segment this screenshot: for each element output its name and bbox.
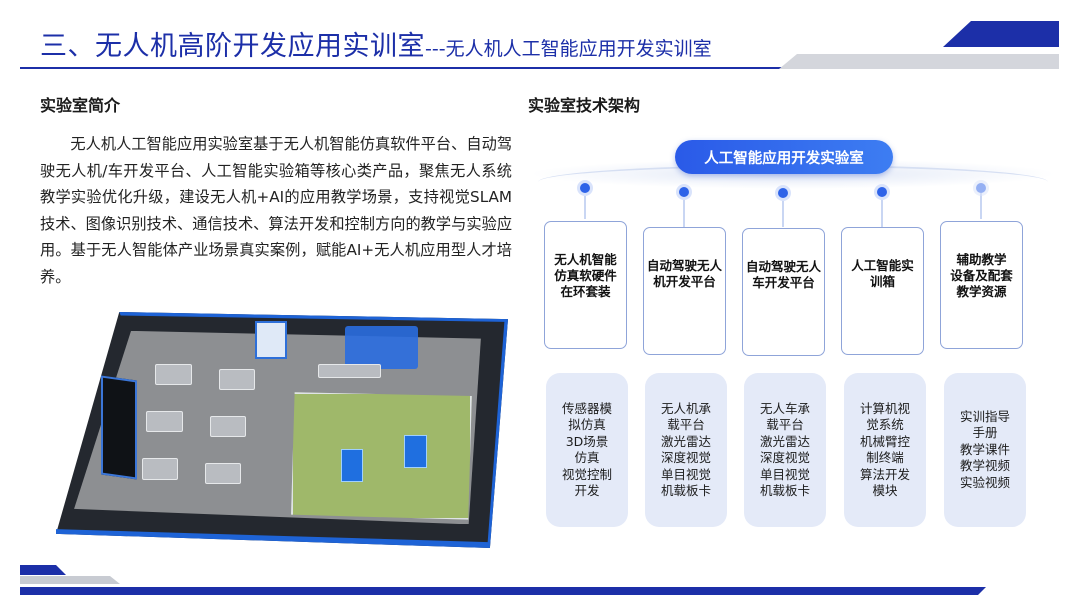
connector-line bbox=[683, 195, 685, 227]
module-item: 开发 bbox=[574, 483, 600, 498]
node-dot bbox=[778, 188, 788, 198]
module-title-line: 自动驾驶无人 bbox=[745, 259, 821, 274]
intro-heading: 实验室简介 bbox=[40, 96, 121, 115]
module-item: 3D场景 bbox=[565, 433, 609, 449]
lab-display-case bbox=[340, 448, 364, 482]
footer-decoration-tab bbox=[20, 565, 66, 575]
module-item: 无人机承 bbox=[660, 400, 711, 416]
node-dot bbox=[976, 183, 986, 193]
corner-decoration-gray bbox=[779, 54, 1059, 69]
corner-decoration-navy bbox=[943, 21, 1059, 47]
module-item: 实训指导 bbox=[959, 408, 1010, 424]
module-title-line: 训箱 bbox=[869, 274, 895, 289]
module-title-line: 教学资源 bbox=[956, 284, 1007, 299]
module-item: 算法开发 bbox=[859, 466, 910, 482]
footer-decoration-bar bbox=[20, 587, 986, 595]
title-underline bbox=[20, 67, 782, 69]
module-items-ugv-platform: 无人车承 载平台 激光雷达 深度视觉 单目视觉 机载板卡 bbox=[744, 373, 826, 527]
lab-3d-render bbox=[56, 312, 508, 548]
lab-desk bbox=[146, 411, 183, 433]
node-dot bbox=[580, 183, 590, 193]
module-item: 教学课件 bbox=[959, 441, 1010, 457]
root-node: 人工智能应用开发实验室 bbox=[675, 140, 893, 174]
module-item: 模块 bbox=[872, 483, 898, 498]
module-title-line: 辅助教学 bbox=[956, 252, 1007, 267]
module-items-uav-platform: 无人机承 载平台 激光雷达 深度视觉 单目视觉 机载板卡 bbox=[645, 373, 727, 527]
module-item: 视觉控制 bbox=[561, 466, 612, 482]
architecture-heading: 实验室技术架构 bbox=[528, 96, 641, 115]
module-item: 载平台 bbox=[766, 417, 804, 432]
lab-display-case bbox=[404, 434, 427, 468]
page-title-sub: ---无人机人工智能应用开发实训室 bbox=[425, 38, 712, 60]
module-item: 单目视觉 bbox=[759, 466, 810, 482]
module-items-sim-kit: 传感器模 拟仿真 3D场景 仿真 视觉控制 开发 bbox=[546, 373, 628, 527]
module-item: 载平台 bbox=[667, 417, 705, 432]
module-item: 计算机视 bbox=[859, 400, 910, 416]
module-item: 制终端 bbox=[866, 450, 904, 465]
module-item: 机载板卡 bbox=[660, 483, 711, 498]
module-title-line: 人工智能实 bbox=[851, 258, 914, 273]
module-card-teaching-resources: 辅助教学 设备及配套 教学资源 bbox=[940, 221, 1023, 349]
lab-desk bbox=[155, 363, 192, 386]
module-item: 无人车承 bbox=[759, 400, 810, 416]
module-card-ugv-platform: 自动驾驶无人 车开发平台 bbox=[742, 228, 825, 356]
module-item: 传感器模 bbox=[561, 400, 612, 416]
lab-desk bbox=[205, 463, 242, 485]
module-item: 实验视频 bbox=[959, 474, 1010, 490]
module-item: 拟仿真 bbox=[568, 417, 606, 432]
module-card-uav-platform: 自动驾驶无人 机开发平台 bbox=[643, 227, 726, 355]
connector-line bbox=[584, 193, 586, 219]
node-dot bbox=[877, 187, 887, 197]
module-item: 深度视觉 bbox=[759, 450, 810, 465]
module-title-line: 仿真软硬件 bbox=[554, 268, 617, 283]
lab-display-screen bbox=[101, 375, 138, 480]
lab-desk bbox=[318, 363, 382, 379]
module-items-teaching-resources: 实训指导 手册 教学课件 教学视频 实验视频 bbox=[944, 373, 1026, 527]
module-item: 激光雷达 bbox=[759, 433, 810, 449]
module-item: 激光雷达 bbox=[660, 433, 711, 449]
module-item: 深度视觉 bbox=[660, 450, 711, 465]
module-item: 觉系统 bbox=[866, 417, 904, 432]
connector-line bbox=[980, 193, 982, 219]
node-dot bbox=[679, 187, 689, 197]
lab-wall-panel bbox=[254, 321, 287, 360]
module-title-line: 自动驾驶无人 bbox=[646, 258, 722, 273]
connector-line bbox=[881, 195, 883, 227]
module-title-line: 设备及配套 bbox=[950, 268, 1013, 283]
module-title-line: 无人机智能 bbox=[554, 252, 617, 267]
module-title-line: 车开发平台 bbox=[752, 275, 815, 290]
page-title-main: 三、无人机高阶开发应用实训室 bbox=[40, 31, 425, 62]
page-title: 三、无人机高阶开发应用实训室---无人机人工智能应用开发实训室 bbox=[40, 24, 712, 63]
connector-line bbox=[782, 195, 784, 227]
lab-desk bbox=[218, 368, 255, 390]
module-title-line: 在环套装 bbox=[560, 284, 611, 299]
module-item: 单目视觉 bbox=[660, 466, 711, 482]
intro-paragraph: 无人机人工智能应用实验室基于无人机智能仿真软件平台、自动驾驶无人机/车开发平台、… bbox=[40, 135, 512, 286]
module-item: 手册 bbox=[972, 425, 998, 441]
lab-flight-arena bbox=[291, 392, 472, 520]
module-card-sim-kit: 无人机智能 仿真软硬件 在环套装 bbox=[544, 221, 627, 349]
lab-hex-wall bbox=[345, 326, 418, 369]
lab-desk bbox=[141, 458, 179, 480]
module-items-ai-box: 计算机视 觉系统 机械臂控 制终端 算法开发 模块 bbox=[844, 373, 926, 527]
module-item: 仿真 bbox=[574, 450, 600, 465]
footer-decoration-gray bbox=[20, 576, 120, 584]
module-title-line: 机开发平台 bbox=[653, 274, 716, 289]
lab-desk bbox=[209, 415, 246, 438]
module-item: 机械臂控 bbox=[859, 433, 910, 449]
architecture-diagram: 人工智能应用开发实验室 无人机智能 仿真软硬件 在环套装 自动驾驶无人 机开发平… bbox=[528, 135, 1058, 535]
module-item: 教学视频 bbox=[959, 458, 1010, 474]
module-card-ai-box: 人工智能实 训箱 bbox=[841, 227, 924, 355]
module-item: 机载板卡 bbox=[759, 483, 810, 498]
